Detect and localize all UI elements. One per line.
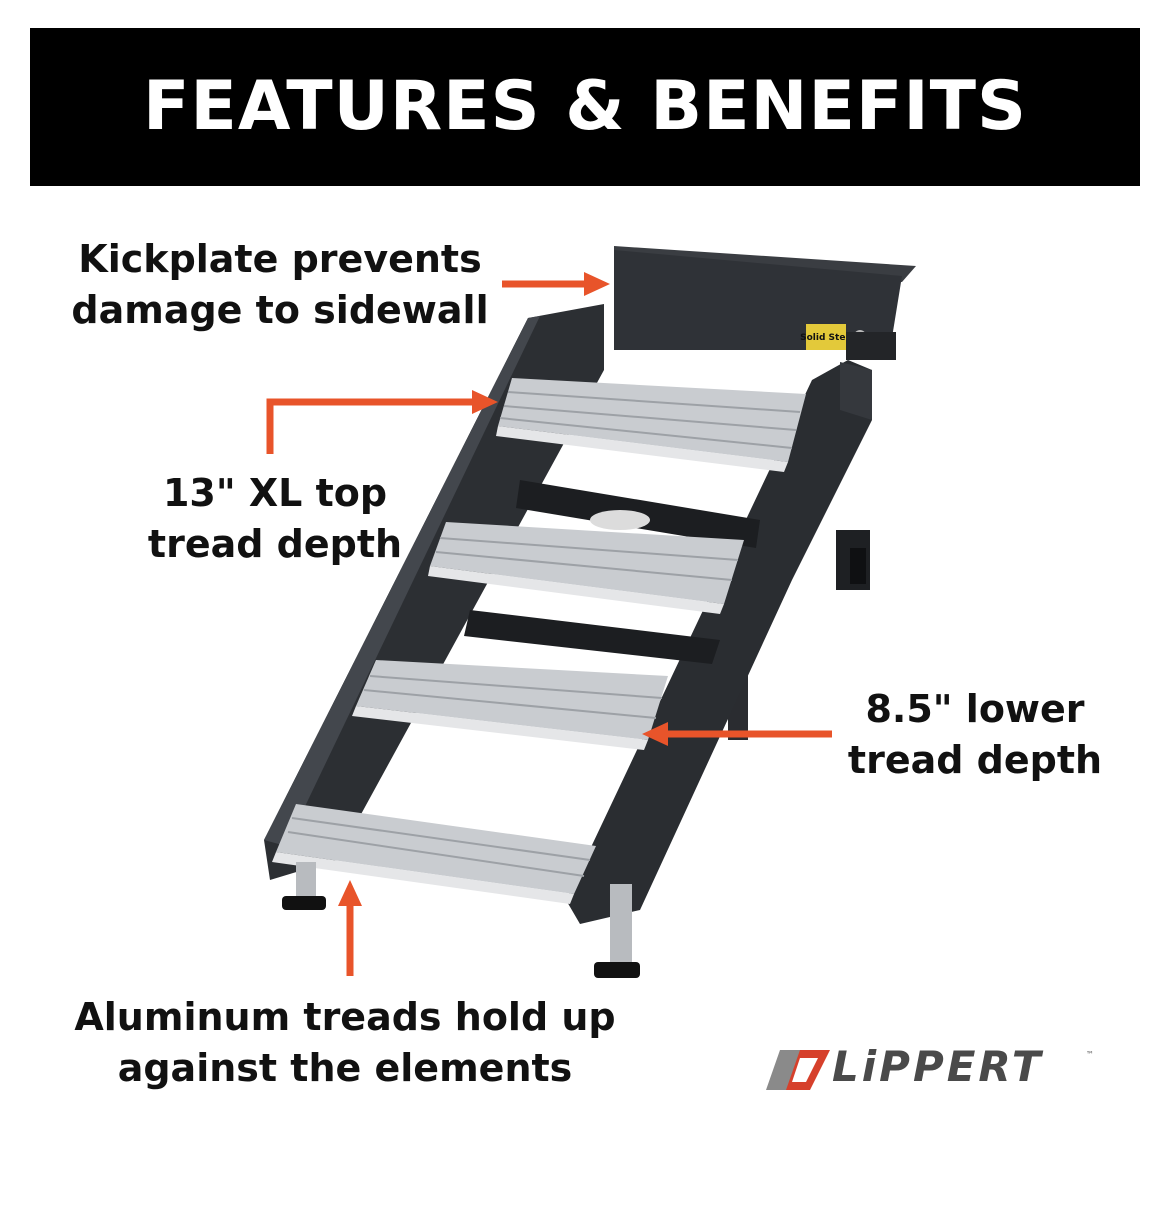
callout-lower-tread-line2: tread depth	[847, 738, 1103, 782]
sticker-label: Solid Step	[800, 333, 852, 343]
tread-2	[428, 522, 744, 614]
arrow-lower-tread	[642, 722, 832, 746]
lippert-logo-icon	[766, 1050, 830, 1090]
tread-bottom	[272, 804, 596, 904]
callout-top-tread-line1: 13" XL top	[162, 471, 388, 515]
callout-kickplate-line2: damage to sidewall	[71, 288, 489, 332]
solid-step-sticker	[806, 324, 846, 350]
callout-kickplate-line1: Kickplate prevents	[78, 237, 482, 281]
callout-lower-tread: 8.5" lower tread depth	[840, 684, 1110, 786]
arrow-aluminum	[338, 880, 362, 976]
callout-aluminum-line2: against the elements	[117, 1046, 573, 1090]
tread-3	[352, 660, 668, 750]
callout-top-tread-line2: tread depth	[147, 522, 403, 566]
left-rail	[264, 304, 604, 880]
banner-title: FEATURES & BENEFITS	[142, 67, 1028, 146]
header-banner: FEATURES & BENEFITS	[30, 28, 1140, 186]
cross-supports	[464, 480, 760, 664]
brand-logo: LiPPERT	[832, 1042, 1044, 1091]
arrow-kickplate	[502, 272, 610, 296]
callout-kickplate: Kickplate prevents damage to sidewall	[70, 234, 490, 336]
arrow-top-tread	[266, 390, 498, 454]
brand-trademark: ™	[1086, 1050, 1094, 1059]
callout-lower-tread-line1: 8.5" lower	[865, 687, 1085, 731]
callout-aluminum-line1: Aluminum treads hold up	[74, 995, 616, 1039]
callout-aluminum: Aluminum treads hold up against the elem…	[70, 992, 620, 1094]
adjustable-legs	[282, 862, 640, 978]
tread-top	[496, 378, 806, 472]
callout-top-tread: 13" XL top tread depth	[140, 468, 410, 570]
